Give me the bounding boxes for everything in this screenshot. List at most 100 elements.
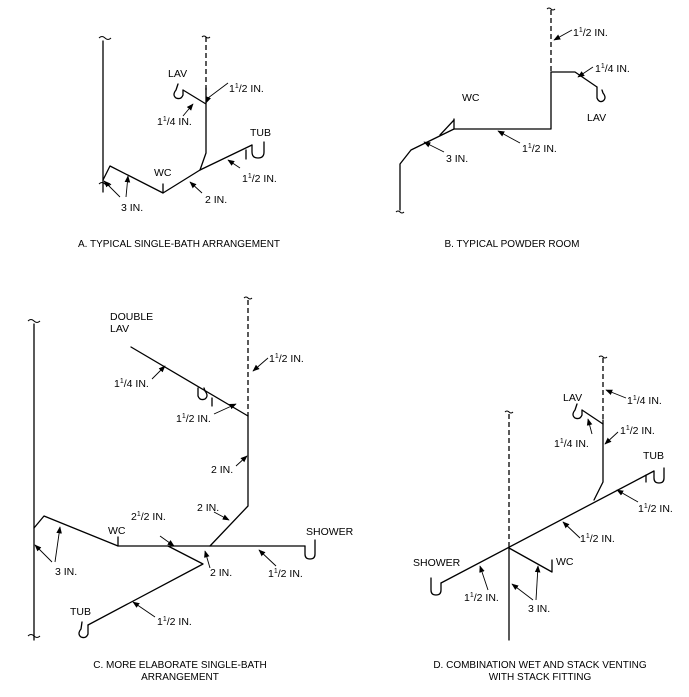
panel-d-caption-line1: D. COMBINATION WET AND STACK VENTING [433, 660, 647, 671]
tub-drain-size-label: 11/2 IN. [157, 616, 192, 628]
panel-c-caption-line1: C. MORE ELABORATE SINGLE-BATH [93, 660, 267, 671]
lav-drain-size-label: 11/4 IN. [157, 116, 192, 128]
leader-line [213, 511, 230, 521]
panel-b: WC LAV 11/2 IN. 11/4 IN. 11/2 IN. 3 IN. … [395, 7, 630, 250]
wc-drain-size-label: 3 IN. [528, 603, 550, 615]
leader-line [423, 141, 445, 153]
lav-arm [182, 87, 207, 171]
wc-drain-size-label: 3 IN. [446, 153, 468, 165]
stack-pipe [593, 419, 604, 501]
pipe-break-symbol [27, 319, 41, 323]
main-drain [440, 470, 655, 584]
lav-trap [197, 387, 213, 407]
pipe-break-symbol [201, 35, 211, 39]
tub-label: TUB [250, 127, 271, 139]
wc-label: WC [108, 525, 126, 537]
lav-arm [550, 71, 598, 88]
panel-a-caption: A. TYPICAL SINGLE-BATH ARRANGEMENT [78, 239, 280, 250]
lav-trap [173, 83, 184, 100]
shower-trap [430, 577, 442, 596]
leader-line [204, 550, 211, 569]
stack-2in [209, 415, 249, 547]
lav-arm [581, 409, 604, 425]
main-size-label: 21/2 IN. [131, 511, 166, 523]
leader-line [103, 180, 121, 198]
tub-trap [645, 467, 665, 484]
wc-drain-size-label: 3 IN. [121, 202, 143, 214]
leader-line [213, 403, 237, 415]
panel-b-caption: B. TYPICAL POWDER ROOM [444, 239, 579, 250]
main-drain [33, 515, 306, 547]
stack-pipe [399, 71, 552, 211]
panel-d-caption-line2: WITH STACK FITTING [489, 672, 592, 683]
vent-size-label: 11/2 IN. [229, 83, 264, 95]
leader-line [497, 130, 521, 144]
panel-a: LAV WC TUB 11/2 IN. 11/4 IN. 11/2 IN. 2 … [78, 35, 280, 250]
leader-line [124, 175, 131, 198]
lav-drain-size-label: 11/4 IN. [595, 63, 630, 75]
tub-branch [87, 545, 204, 626]
double-lav-label-line1: DOUBLE [110, 311, 153, 323]
leader-line [534, 565, 541, 601]
lav-arm [130, 346, 249, 417]
tub-drain-size-label: 11/2 IN. [638, 503, 673, 515]
leader-line [159, 535, 175, 547]
leader-line [205, 82, 229, 104]
stack-size-label: 2 IN. [211, 464, 233, 476]
vent-size-label: 11/2 IN. [573, 27, 608, 39]
junction-size-label: 2 IN. [210, 567, 232, 579]
leader-line [577, 66, 594, 78]
wc-label: WC [462, 92, 480, 104]
leader-line [227, 159, 241, 169]
leader-line [54, 526, 62, 563]
leader-line [189, 181, 203, 194]
leader-line [616, 489, 639, 503]
shower-label: SHOWER [413, 557, 461, 569]
tub-drain-size-label: 11/2 IN. [242, 173, 277, 185]
leader-line [586, 418, 593, 435]
leader-line [604, 431, 619, 445]
wc-label: WC [556, 556, 574, 568]
shower-drain-size-label: 11/2 IN. [464, 592, 499, 604]
leader-line [34, 544, 53, 563]
pipe-break-symbol [598, 355, 608, 359]
lav-arm-size-label: 11/4 IN. [114, 378, 149, 390]
tub-trap [245, 141, 265, 160]
wc-connection [439, 119, 455, 136]
leader-line [511, 583, 534, 601]
leader-line [479, 565, 489, 591]
lav-arm-size-label: 11/4 IN. [554, 438, 589, 450]
tub-trap [78, 621, 89, 639]
main-size-label: 11/2 IN. [580, 533, 615, 545]
lav-trap [596, 86, 606, 103]
pipe-break-symbol [98, 36, 112, 40]
leader-line [182, 103, 194, 117]
leader-line [151, 365, 166, 380]
lav-trap [572, 403, 583, 420]
wc-label: WC [154, 167, 172, 179]
leader-line [258, 549, 277, 567]
leader-line [562, 521, 581, 539]
wc-drain-size-label: 3 IN. [55, 566, 77, 578]
branch-size-label: 2 IN. [197, 502, 219, 514]
lav-label: LAV [587, 112, 606, 124]
tub-label: TUB [70, 606, 91, 618]
shower-trap [304, 539, 316, 560]
wc-branch [508, 547, 553, 573]
pipe-break-symbol [504, 410, 514, 414]
double-lav-label-line2: LAV [110, 323, 129, 335]
lav-label: LAV [168, 68, 187, 80]
drain-pipe [102, 144, 253, 194]
leader-line [235, 455, 248, 467]
vent-size-label: 11/2 IN. [269, 353, 304, 365]
panel-c-caption-line2: ARRANGEMENT [141, 672, 219, 683]
branch-size-label: 2 IN. [205, 194, 227, 206]
lav-label: LAV [563, 392, 582, 404]
horizontal-size-label: 11/2 IN. [522, 143, 557, 155]
pipe-break-symbol [546, 7, 556, 11]
panel-d: LAV TUB SHOWER WC 11/4 IN. 11/4 IN. 11/2… [413, 355, 673, 683]
pipe-break-symbol [243, 296, 253, 300]
leader-line [605, 389, 627, 399]
leader-line [132, 601, 156, 618]
